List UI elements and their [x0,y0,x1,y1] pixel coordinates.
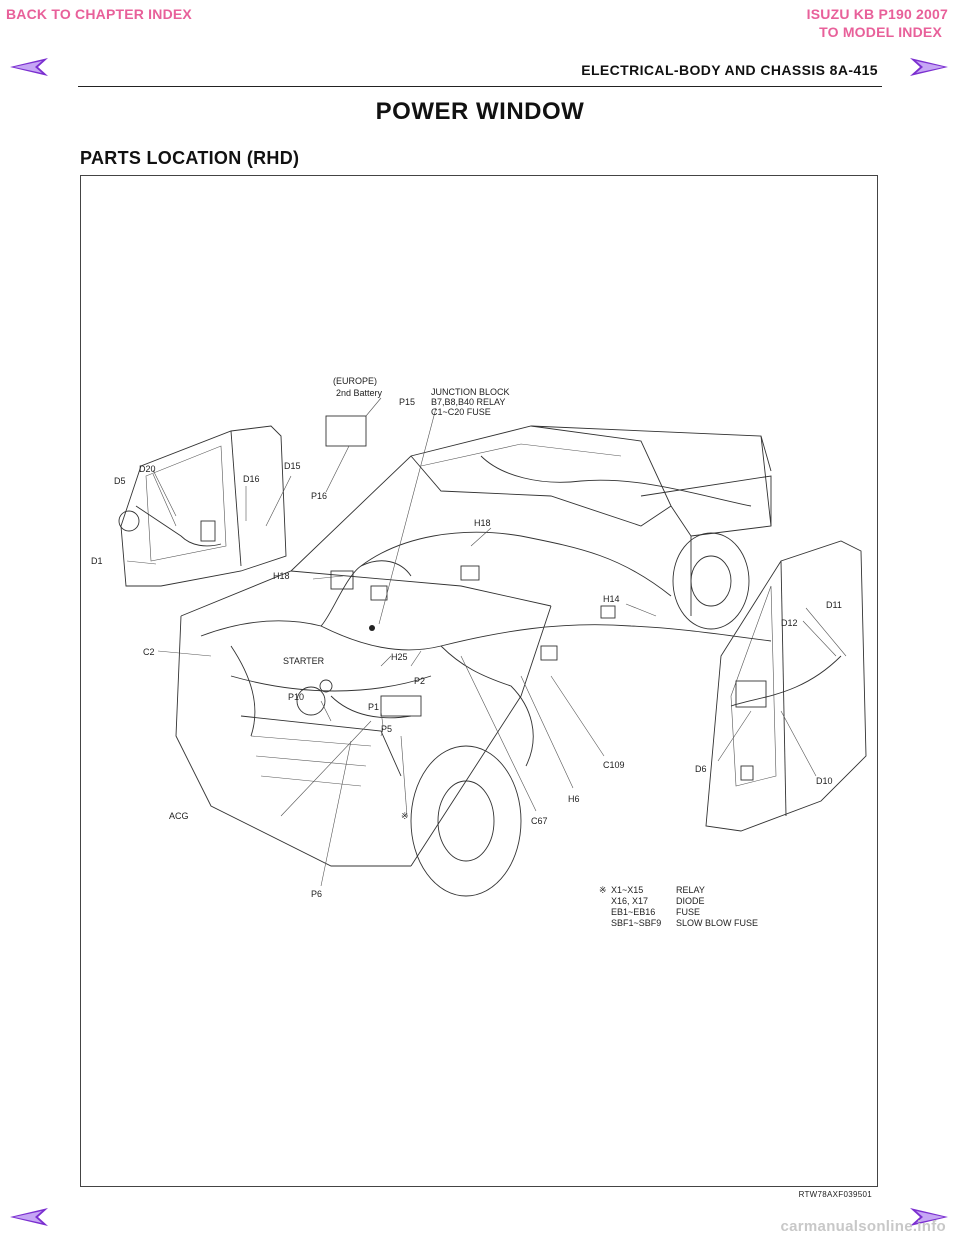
legend-code-3: EB1~EB16 [611,907,655,917]
label-d11: D11 [826,600,842,610]
figure-reference-code: RTW78AXF039501 [798,1190,872,1199]
next-page-arrow-icon[interactable] [908,56,950,78]
label-starter: STARTER [283,656,325,666]
label-2nd-battery: 2nd Battery [336,388,383,398]
next-page-arrow-bottom-icon[interactable] [908,1206,950,1228]
parts-location-figure: (EUROPE) 2nd Battery P15 JUNCTION BLOCK … [80,175,878,1187]
left-door-drawing [118,425,287,587]
label-h18-left: H18 [273,571,290,581]
label-h14: H14 [603,594,620,604]
label-p5: P5 [381,724,392,734]
label-acg: ACG [169,811,189,821]
label-c2: C2 [143,647,155,657]
header-rule [78,86,882,87]
legend-mark: ※ [599,885,607,895]
wiring-harness-drawing [200,415,772,767]
legend-code-4: SBF1~SBF9 [611,918,661,928]
label-c109: C109 [603,760,625,770]
label-h6: H6 [568,794,580,804]
previous-page-arrow-bottom-icon[interactable] [8,1206,50,1228]
label-d1: D1 [91,556,103,566]
label-c67: C67 [531,816,548,826]
section-title: PARTS LOCATION (RHD) [80,148,300,168]
legend-code-2: X16, X17 [611,896,648,906]
label-p10: P10 [288,692,304,702]
running-header: ELECTRICAL-BODY AND CHASSIS 8A-415 [581,62,878,78]
label-europe: (EUROPE) [333,376,377,386]
vehicle-wiring-diagram: (EUROPE) 2nd Battery P15 JUNCTION BLOCK … [91,376,867,928]
label-p6: P6 [311,889,322,899]
label-junction-block: JUNCTION BLOCK [431,387,510,397]
label-fuses: C1~C20 FUSE [431,407,491,417]
vehicle-body-drawing [175,425,772,897]
model-title-link[interactable]: ISUZU KB P190 2007 [806,6,948,22]
label-d12: D12 [781,618,798,628]
label-d5: D5 [114,476,126,486]
legend-desc-4: SLOW BLOW FUSE [676,918,758,928]
component-legend: ※ X1~X15 RELAY X16, X17 DIODE EB1~EB16 F… [599,885,758,928]
previous-page-arrow-icon[interactable] [8,56,50,78]
label-relays: B7,B8,B40 RELAY [431,397,505,407]
back-to-chapter-index-link[interactable]: BACK TO CHAPTER INDEX [6,6,192,22]
label-d15: D15 [284,461,301,471]
label-h18-top: H18 [474,518,491,528]
label-p1: P1 [368,702,379,712]
callout-leaders [126,397,847,887]
legend-desc-3: FUSE [676,907,700,917]
legend-code-1: X1~X15 [611,885,643,895]
label-p16: P16 [311,491,327,501]
right-door-drawing [705,540,867,832]
label-p2: P2 [414,676,425,686]
label-d16: D16 [243,474,260,484]
label-p15: P15 [399,397,415,407]
label-d6: D6 [695,764,707,774]
label-h25: H25 [391,652,408,662]
to-model-index-link[interactable]: TO MODEL INDEX [819,24,942,40]
legend-desc-2: DIODE [676,896,705,906]
label-d10: D10 [816,776,833,786]
label-d20: D20 [139,464,156,474]
legend-desc-1: RELAY [676,885,705,895]
page-title: POWER WINDOW [375,98,585,125]
callout-labels: (EUROPE) 2nd Battery P15 JUNCTION BLOCK … [91,376,842,899]
watermark: carmanualsonline.info [780,1218,946,1235]
label-star: ※ [401,811,409,821]
